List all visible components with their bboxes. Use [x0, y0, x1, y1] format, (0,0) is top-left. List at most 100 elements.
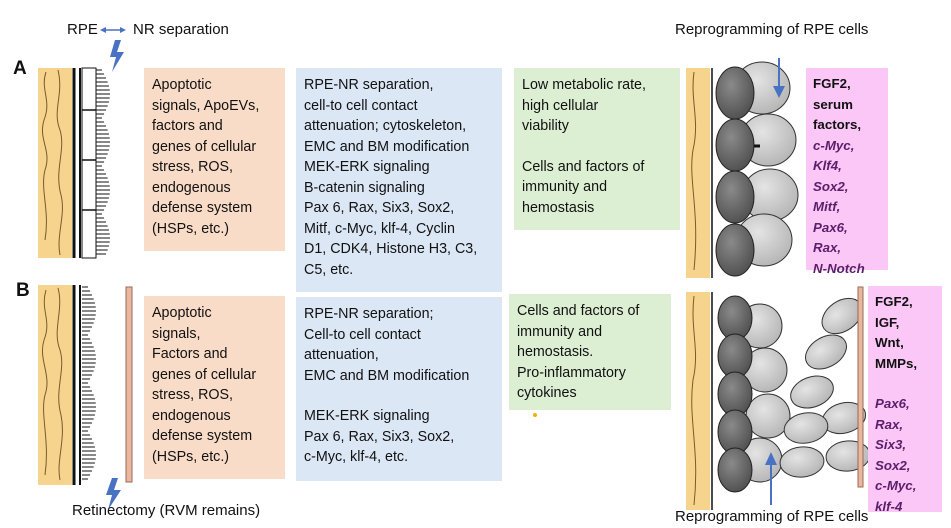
panel-line: immunity and — [522, 179, 608, 195]
panel-line: Factors and — [152, 346, 228, 362]
gene-label: Wnt, — [875, 335, 904, 350]
reprogramming-top-label: Reprogramming of RPE cells — [675, 21, 869, 38]
row-b-blue-panel: RPE-NR separation; Cell-to cell contact at… — [296, 297, 502, 481]
panel-line: EMC and BM modification — [304, 138, 470, 155]
panel-line — [522, 137, 672, 157]
separation-arrow-icon — [100, 27, 126, 33]
panel-line: endogenous — [152, 407, 231, 424]
row-b-pink-panel: FGF2, IGF, Wnt, MMPs, Pax6, Rax, Six3, Sox2, c-M… — [868, 286, 942, 514]
panel-line: genes of cellular — [152, 366, 257, 383]
gene-label: Six3, — [875, 437, 907, 452]
panel-line: MEK-ERK signaling — [304, 408, 430, 424]
row-b-orange-panel: Apoptotic signals, Factors and genes of cel… — [144, 296, 285, 479]
gene-label: FGF2, — [875, 294, 913, 309]
panel-line: factors and — [152, 118, 223, 134]
gene-label: FGF2, — [813, 76, 851, 91]
gene-label: Rax, — [813, 240, 842, 255]
panel-line: stress, ROS, — [152, 159, 234, 175]
gene-label: Sox2, — [875, 457, 911, 473]
gene-label: Pax6, — [813, 219, 848, 235]
panel-line: EMC and BM modification — [304, 367, 470, 384]
gene-label: Mitf, — [813, 199, 841, 214]
panel-line: high cellular — [522, 97, 599, 114]
panel-line: genes of cellular — [152, 138, 257, 155]
panel-line: Cells and factors of — [517, 303, 640, 319]
row-b-orange-lines: Apoptotic signals, Factors and genes of cel… — [152, 303, 277, 467]
row-a-pink-panel: FGF2, serum factors, c-Myc, Klf4, Sox2, Mitf, P… — [806, 68, 888, 276]
panel-line: cytokines — [517, 385, 577, 401]
rpe-label: RPE — [67, 21, 98, 38]
gene-label: Pax6, — [875, 396, 910, 411]
panel-line — [304, 386, 494, 406]
panel-line: cell-to cell contact — [304, 97, 418, 114]
gene-label: IGF, — [875, 314, 900, 330]
panel-line: C5, etc. — [304, 261, 354, 278]
lightning-top-icon — [110, 40, 124, 72]
panel-line: Pax 6, Rax, Six3, Sox2, — [304, 428, 455, 445]
gene-label: c-Myc, — [875, 478, 917, 493]
panel-line: D1, CDK4, Histone H3, C3, — [304, 241, 478, 257]
panel-line: viability — [522, 118, 569, 134]
gene-label: N-Notch — [813, 260, 865, 276]
tissue-b-right — [686, 286, 871, 510]
panel-line: Pax 6, Rax, Six3, Sox2, — [304, 200, 455, 216]
panel-line: defense system — [152, 428, 253, 444]
row-a-orange-panel: Apoptotic signals, ApoEVs, factors and gene… — [144, 68, 285, 251]
panel-line: endogenous — [152, 179, 231, 196]
down-arrow-icon — [773, 58, 785, 98]
panel-line: (HSPs, etc.) — [152, 220, 230, 237]
gene-label: Klf4, — [813, 158, 842, 173]
gene-label: c-Myc, — [813, 137, 855, 153]
gene-label: factors, — [813, 117, 862, 132]
panel-line: Pro-inflammatory — [517, 364, 626, 381]
panel-line: c-Myc, klf-4, etc. — [304, 449, 409, 465]
row-b-green-panel: Cells and factors of immunity and hemostas… — [509, 294, 671, 410]
panel-line: hemostasis. — [517, 344, 594, 360]
gene-label: serum — [813, 96, 853, 112]
panel-line: signals, — [152, 325, 201, 342]
panel-line: MEK-ERK signaling — [304, 159, 430, 175]
panel-line: Mitf, c-Myc, klf-4, Cyclin — [304, 220, 455, 237]
row-b-green-lines: Cells and factors of immunity and hemostas… — [517, 301, 663, 404]
panel-line: stress, ROS, — [152, 387, 234, 403]
up-arrow-icon — [765, 452, 777, 505]
nr-separation-label: NR separation — [133, 21, 229, 38]
retinectomy-label: Retinectomy (RVM remains) — [72, 502, 261, 519]
panel-line: B-catenin signaling — [304, 179, 425, 196]
panel-line: RPE-NR separation; — [304, 306, 434, 322]
panel-line: Low metabolic rate, — [522, 77, 646, 93]
panel-line: (HSPs, etc.) — [152, 448, 230, 465]
tissue-b-left — [38, 285, 133, 485]
row-a-blue-panel: RPE-NR separation, cell-to cell contact at… — [296, 68, 502, 292]
row-b-label: B — [16, 280, 30, 301]
row-a-green-panel: Low metabolic rate, high cellular viabilit… — [514, 68, 680, 230]
small-dot — [533, 413, 537, 417]
panel-line: attenuation; cytoskeleton, — [304, 118, 467, 134]
lightning-bottom-icon — [106, 478, 121, 510]
panel-line: signals, ApoEVs, — [152, 97, 260, 114]
row-a-label: A — [13, 58, 27, 79]
panel-line: immunity and — [517, 323, 603, 340]
tissue-a-right — [686, 61, 799, 278]
row-a-pink-lines: FGF2, serum factors, c-Myc, Klf4, Sox2, Mitf, P… — [813, 74, 881, 279]
panel-line: defense system — [152, 200, 253, 216]
panel-line: RPE-NR separation, — [304, 77, 434, 93]
panel-line: Cells and factors of — [522, 158, 645, 175]
tissue-a-left — [38, 67, 110, 259]
panel-line: Apoptotic — [152, 305, 212, 321]
panel-line: hemostasis — [522, 199, 595, 216]
panel-line: Cell-to cell contact — [304, 326, 421, 343]
gene-label: Sox2, — [813, 178, 849, 194]
panel-line: Apoptotic — [152, 77, 212, 93]
panel-line: attenuation, — [304, 347, 379, 363]
gene-label: MMPs, — [875, 355, 918, 371]
row-a-blue-lines: RPE-NR separation, cell-to cell contact at… — [304, 75, 494, 280]
gene-label: klf-4 — [875, 498, 903, 514]
gene-label — [875, 374, 935, 394]
gene-label: Rax, — [875, 416, 904, 432]
row-a-green-lines: Low metabolic rate, high cellular viabilit… — [522, 75, 672, 218]
row-b-pink-lines: FGF2, IGF, Wnt, MMPs, Pax6, Rax, Six3, Sox2, c-M… — [875, 292, 935, 517]
row-a-orange-lines: Apoptotic signals, ApoEVs, factors and gene… — [152, 75, 277, 239]
reprogramming-bottom-label: Reprogramming of RPE cells — [675, 508, 869, 525]
